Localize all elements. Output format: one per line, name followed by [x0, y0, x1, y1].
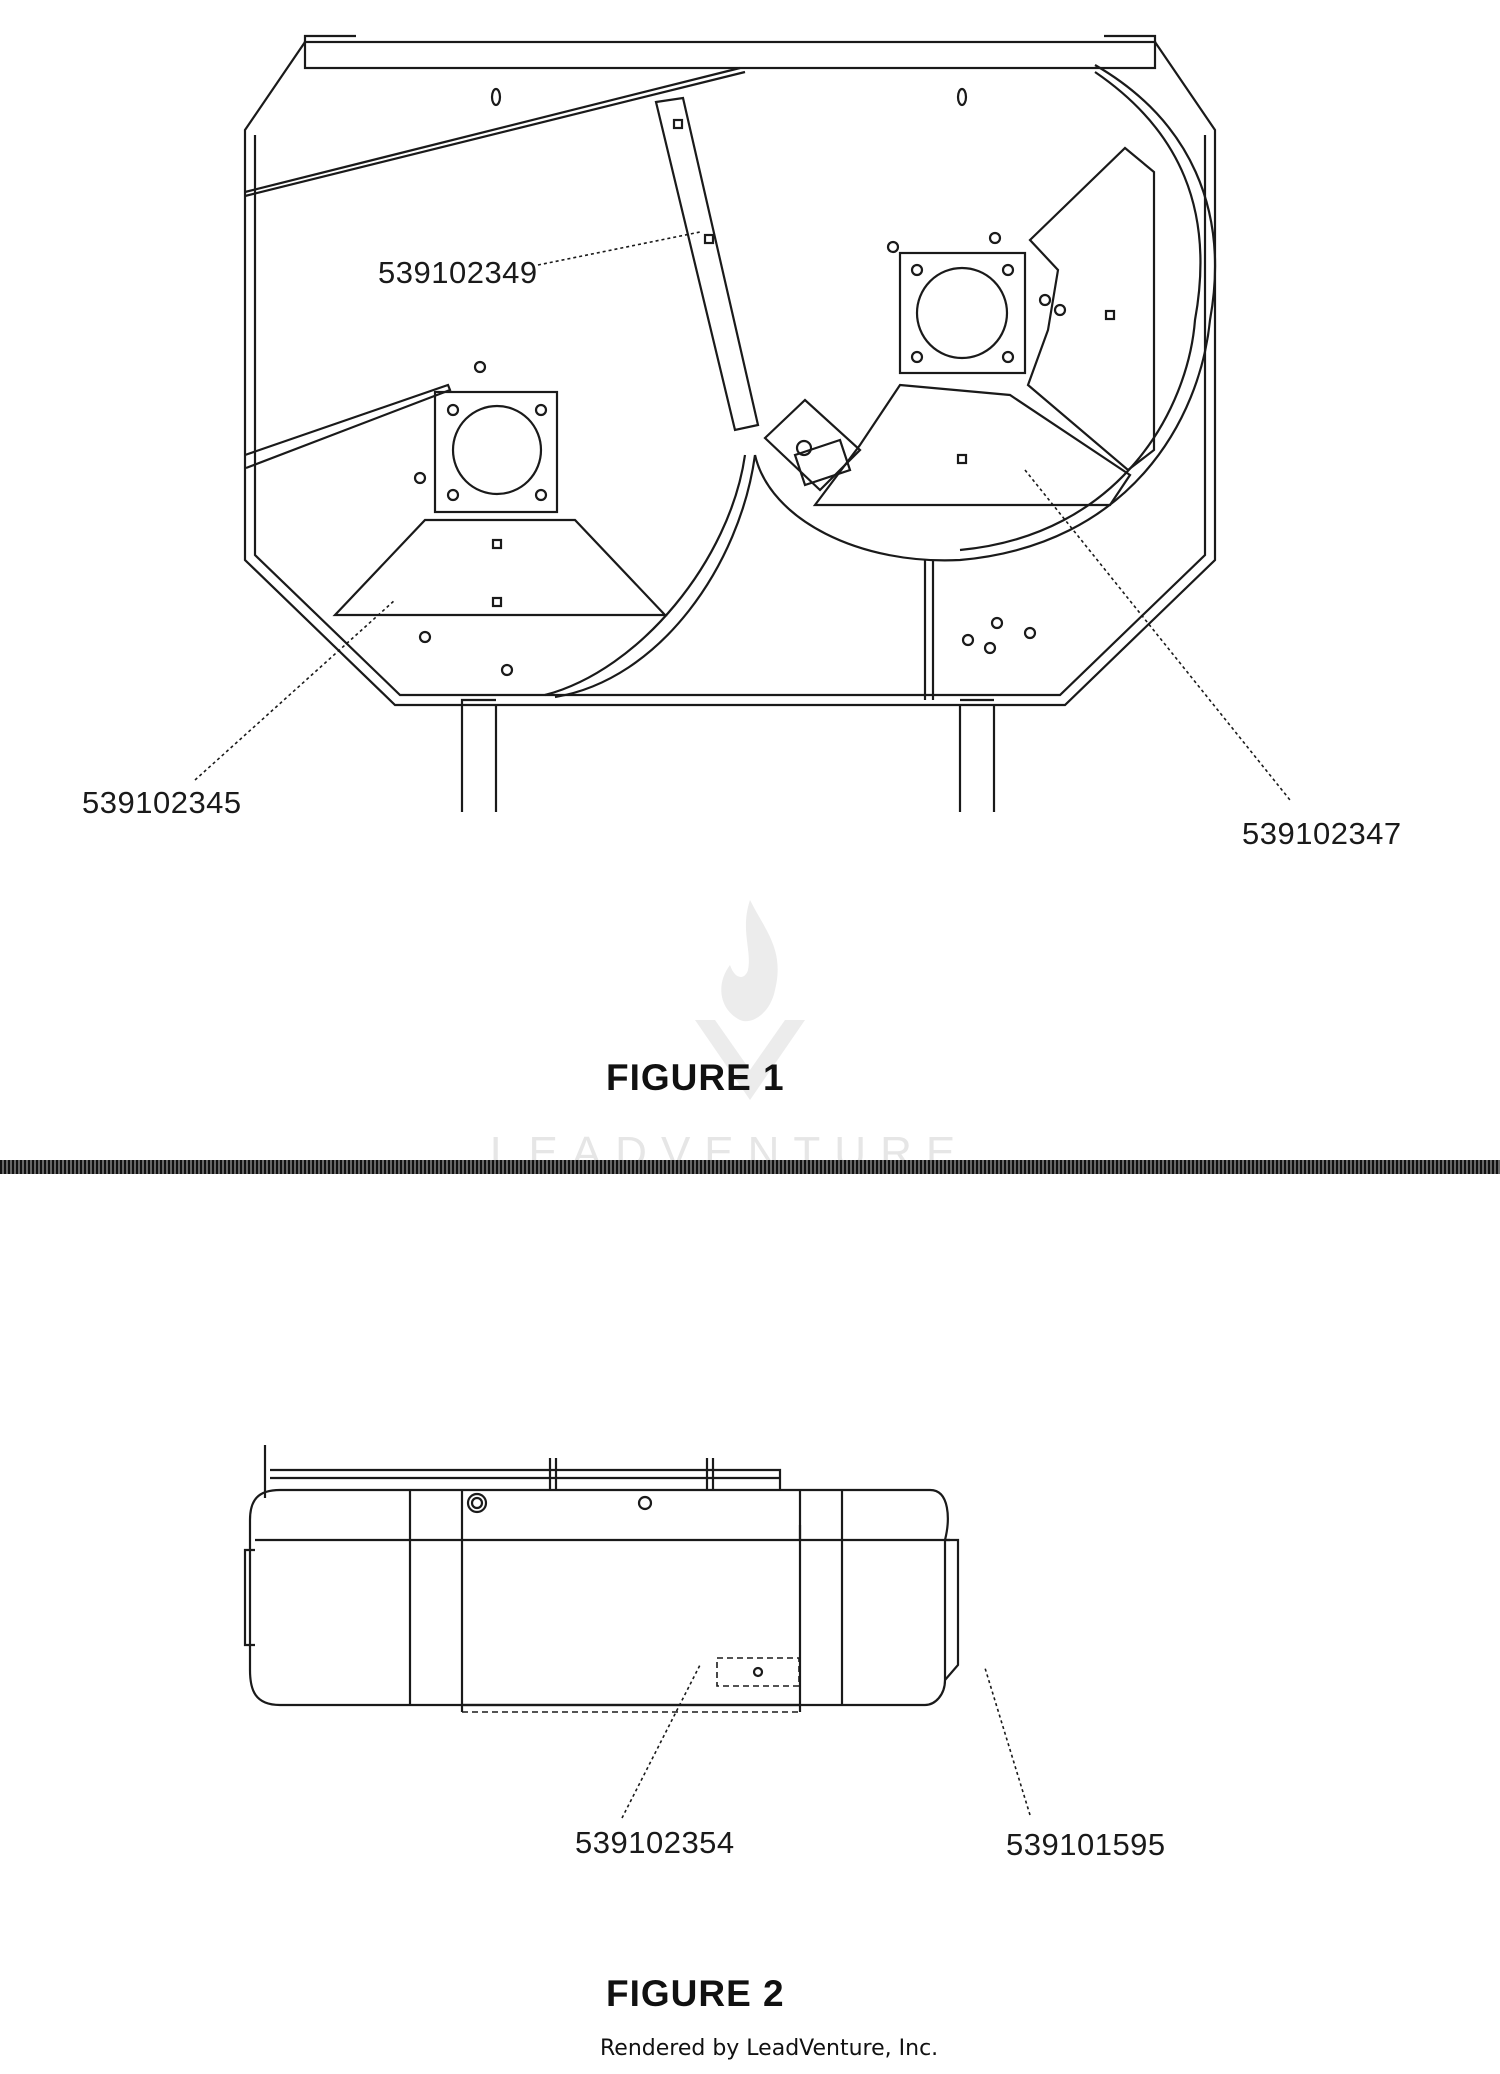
figure-1-drawing [194, 34, 1291, 812]
callout-part-539102349: 539102349 [378, 255, 538, 290]
figure-2-title: FIGURE 2 [606, 1973, 785, 2014]
callout-part-539101595: 539101595 [1006, 1827, 1166, 1862]
leadventure-watermark-logo-icon [695, 900, 805, 1100]
callout-part-539102345: 539102345 [82, 785, 242, 820]
callout-part-539102354: 539102354 [575, 1825, 735, 1860]
section-divider [0, 1160, 1500, 1174]
figure-2-drawing [243, 1445, 1031, 1819]
figure-1-title: FIGURE 1 [606, 1057, 785, 1098]
callout-part-539102347: 539102347 [1242, 816, 1402, 851]
rendered-by-footer: Rendered by LeadVenture, Inc. [600, 2036, 939, 2061]
